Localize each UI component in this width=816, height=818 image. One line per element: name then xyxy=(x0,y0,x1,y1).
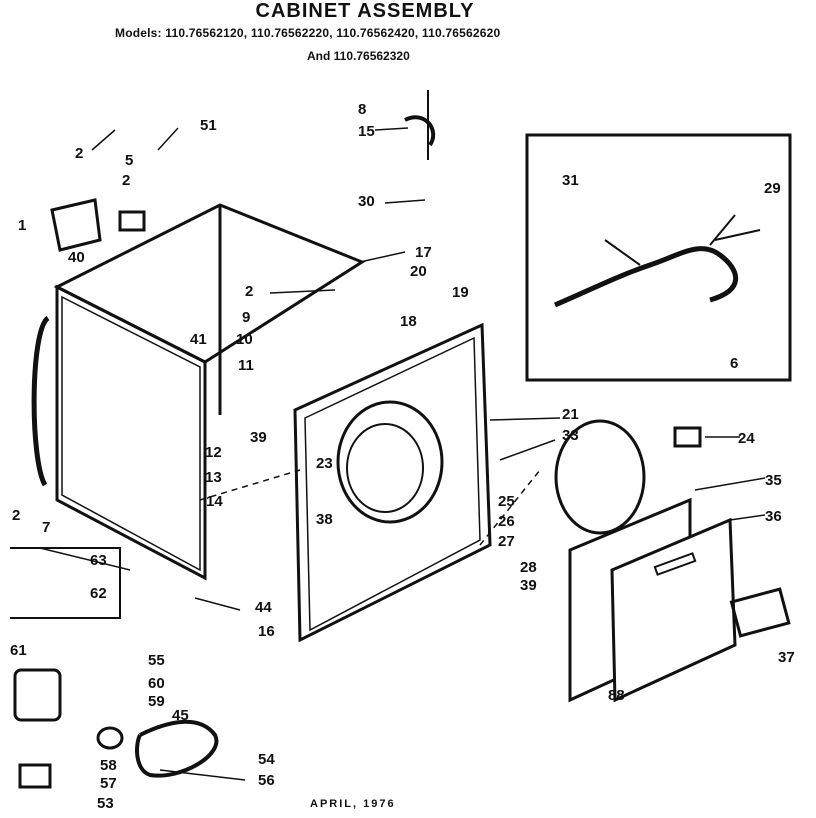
callout-number: 25 xyxy=(498,493,515,510)
date-stamp: APRIL, 1976 xyxy=(310,798,396,810)
callout-number: 33 xyxy=(562,427,579,444)
callout-number: 13 xyxy=(205,469,222,486)
callout-number: 56 xyxy=(258,772,275,789)
callout-number: 60 xyxy=(148,675,165,692)
callout-number: 55 xyxy=(148,652,165,669)
callout-number: 2 xyxy=(245,283,253,300)
callout-number: 27 xyxy=(498,533,515,550)
front-panel xyxy=(293,322,492,643)
callout-number: 16 xyxy=(258,623,275,640)
callout-number: 58 xyxy=(100,757,117,774)
models-line-2: And 110.76562320 xyxy=(307,49,410,63)
callout-number: 59 xyxy=(148,693,165,710)
callout-number: 36 xyxy=(765,508,782,525)
callout-number: 38 xyxy=(316,511,333,528)
callout-number: 15 xyxy=(358,123,375,140)
page-title: CABINET ASSEMBLY xyxy=(255,0,475,22)
callout-number: 10 xyxy=(236,331,253,348)
callout-number: 57 xyxy=(100,775,117,792)
callout-number: 14 xyxy=(206,493,223,510)
callout-number: 21 xyxy=(562,406,579,423)
callout-number: 40 xyxy=(68,249,85,266)
callout-number: 6 xyxy=(730,355,738,372)
callout-number: 1 xyxy=(18,217,26,234)
callout-number: 17 xyxy=(415,244,432,261)
callout-number: 54 xyxy=(258,751,275,768)
callout-number: 62 xyxy=(90,585,107,602)
leader-lines xyxy=(39,127,766,781)
callout-number: 45 xyxy=(172,707,189,724)
callout-number: 44 xyxy=(255,599,272,616)
callout-number: 30 xyxy=(358,193,375,210)
callout-number: 18 xyxy=(400,313,417,330)
callout-number: 2 xyxy=(12,507,20,524)
callout-number: 19 xyxy=(452,284,469,301)
callout-number: 51 xyxy=(200,117,217,134)
callout-number: 39 xyxy=(520,577,537,594)
callout-number: 63 xyxy=(90,552,107,569)
callout-number: 53 xyxy=(97,795,114,812)
callout-number: 8 xyxy=(358,101,366,118)
wiring-harness-box xyxy=(525,133,792,382)
callout-number: 5 xyxy=(125,152,133,169)
callout-number: 12 xyxy=(205,444,222,461)
motor-assembly xyxy=(10,547,219,789)
callout-number: 20 xyxy=(410,263,427,280)
callout-number: 26 xyxy=(498,513,515,530)
models-line: Models: 110.76562120, 110.76562220, 110.… xyxy=(115,26,501,40)
door-assembly xyxy=(568,497,737,703)
small-parts xyxy=(50,90,791,638)
callout-number: 31 xyxy=(562,172,579,189)
callout-number: 9 xyxy=(242,309,250,326)
callout-number: 61 xyxy=(10,642,27,659)
callout-number: 41 xyxy=(190,331,207,348)
callout-number: 2 xyxy=(75,145,83,162)
callout-number: 39 xyxy=(250,429,267,446)
callout-number: 2 xyxy=(122,172,130,189)
callout-number: 7 xyxy=(42,519,50,536)
callout-number: 23 xyxy=(316,455,333,472)
callout-number: 11 xyxy=(238,357,254,374)
callout-number: 24 xyxy=(738,430,755,447)
callout-number: 28 xyxy=(520,559,537,576)
callout-number: 88 xyxy=(608,687,625,704)
callout-number: 37 xyxy=(778,649,795,666)
callout-number: 35 xyxy=(765,472,782,489)
door-gasket xyxy=(554,419,646,535)
callout-number: 29 xyxy=(764,180,781,197)
